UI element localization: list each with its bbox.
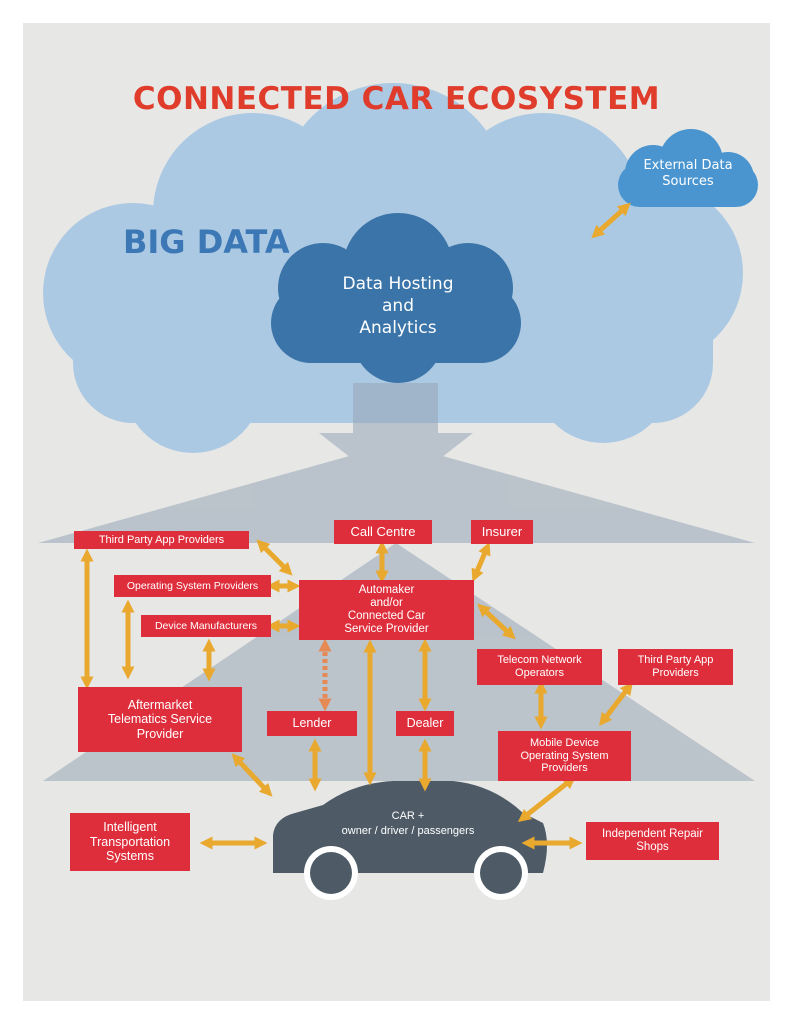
box-independent-repair-shops: Independent Repair Shops [586, 822, 719, 860]
data-hosting-cloud [271, 213, 521, 383]
arrow-insurer-automaker [471, 542, 491, 582]
external-data-cloud [618, 129, 758, 207]
poster: CONNECTED CAR ECOSYSTEM BIG DATA Externa… [23, 23, 770, 1001]
big-data-label: BIG DATA [123, 223, 290, 261]
box-intelligent-transportation-systems: Intelligent Transportation Systems [70, 813, 190, 871]
box-device-manufacturers: Device Manufacturers [141, 615, 271, 637]
arrow-thirdparty-automaker [256, 539, 293, 576]
car-label-line2: owner / driver / passengers [341, 825, 475, 837]
box-operating-system-providers: Operating System Providers [114, 575, 271, 597]
box-call-centre: Call Centre [334, 520, 432, 544]
arrow-automaker-telecom [477, 603, 516, 640]
box-telecom-network-operators: Telecom Network Operators [477, 649, 602, 685]
box-third-party-app-providers-right: Third Party App Providers [618, 649, 733, 685]
connection-arrows [80, 202, 633, 850]
car-label-line1: CAR + [391, 810, 425, 822]
arrow-mobile-car [517, 775, 577, 823]
box-automaker: Automaker and/or Connected Car Service P… [299, 580, 474, 640]
arrow-aftermarket-car [231, 753, 273, 797]
big-data-cloud [43, 83, 743, 453]
page-title: CONNECTED CAR ECOSYSTEM [132, 81, 661, 117]
car-shape [273, 781, 547, 900]
arrow-external-bigdata [591, 202, 631, 239]
arrow-thirdparty-mobile [599, 681, 633, 727]
box-mobile-device-os-providers: Mobile Device Operating System Providers [498, 731, 631, 781]
box-insurer: Insurer [471, 520, 533, 544]
box-aftermarket-telematics: Aftermarket Telematics Service Provider [78, 687, 242, 752]
data-hosting-label: Data Hosting and Analytics [342, 274, 454, 339]
box-dealer: Dealer [396, 711, 454, 736]
external-data-sources-label: External Data Sources [643, 158, 733, 189]
box-third-party-app-providers-left: Third Party App Providers [74, 531, 249, 549]
box-lender: Lender [267, 711, 357, 736]
